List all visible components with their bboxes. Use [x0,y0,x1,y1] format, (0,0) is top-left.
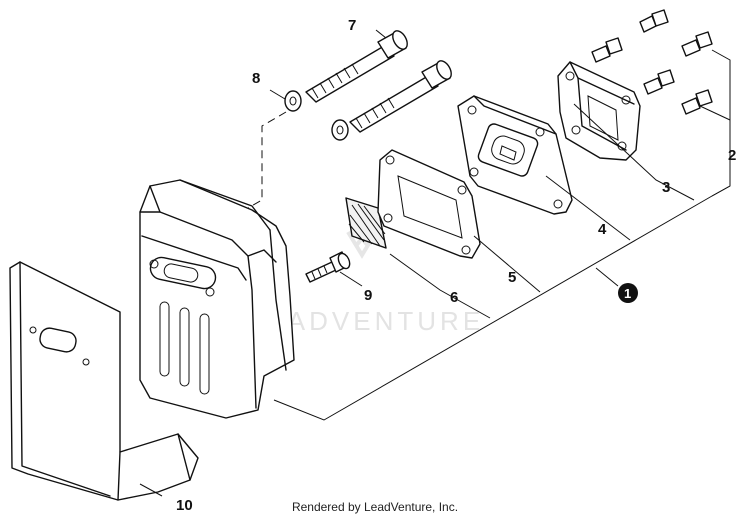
callout-1-badge: 1 [618,283,638,303]
part-exhaust-bracket[interactable] [557,61,641,161]
footer-credit: Rendered by LeadVenture, Inc. [291,500,459,514]
callout-10: 10 [176,497,193,514]
bolt-b[interactable] [591,37,623,63]
callout-1: 1 [624,286,631,301]
bolt-c[interactable] [681,31,713,57]
bolt-d[interactable] [643,69,675,95]
part-long-bolt-lower[interactable] [349,58,454,133]
part-washer-lower[interactable] [331,119,349,141]
callout-8: 8 [252,70,260,87]
callout-6: 6 [450,289,458,306]
part-screw-small[interactable] [305,251,352,283]
bolt-a[interactable] [639,9,669,33]
part-screen[interactable] [345,197,387,249]
part-muffler[interactable] [139,179,295,419]
callout-3: 3 [662,179,670,196]
part-baffle-plate[interactable] [457,95,573,215]
part-long-bolt-upper[interactable] [305,28,410,103]
callout-5: 5 [508,269,516,286]
leader-lines [139,29,731,497]
callout-4: 4 [598,221,607,238]
callouts: 7 8 2 3 4 5 6 9 10 1 [176,17,736,514]
callout-7: 7 [348,17,356,34]
part-heat-shield[interactable] [9,261,199,501]
callout-9: 9 [364,287,372,304]
part-bolts-set[interactable] [591,9,713,115]
part-gasket[interactable] [377,149,481,259]
part-washer-upper[interactable] [284,90,302,112]
callout-2: 2 [728,147,736,164]
bolt-e[interactable] [681,89,713,115]
